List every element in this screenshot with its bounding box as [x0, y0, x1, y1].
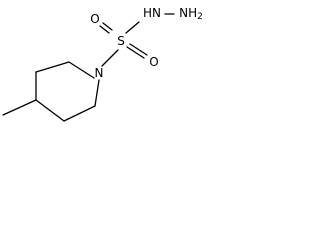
bond-s-hn: [125, 21, 140, 34]
bond-c4-c5: [35, 99, 65, 122]
atom-nh2: NH2: [179, 6, 203, 22]
bond-s-o-right-a: [126, 46, 145, 59]
atom-o-left: O: [90, 12, 99, 26]
bond-s-o-right-b: [129, 43, 148, 56]
bond-c5-c6: [63, 105, 96, 122]
subscript-digit: 2: [197, 12, 203, 22]
atom-o-right: O: [149, 55, 158, 69]
bond-c2-c3: [35, 61, 70, 73]
atom-hn: HN: [143, 6, 161, 20]
bond-s-o-left-b: [102, 22, 113, 31]
bond-c4-methyl: [2, 99, 37, 116]
bond-c6-n: [94, 79, 100, 107]
bond-n-s: [101, 49, 119, 67]
atom-s: S: [117, 34, 125, 48]
atom-n-ring: N: [95, 66, 104, 80]
structure-diagram: N S O O HN NH2: [0, 0, 205, 150]
molecule-drawing: N S O O HN NH2: [2, 6, 203, 122]
bond-s-o-left-a: [99, 25, 110, 34]
bond-n-c2: [68, 61, 95, 79]
